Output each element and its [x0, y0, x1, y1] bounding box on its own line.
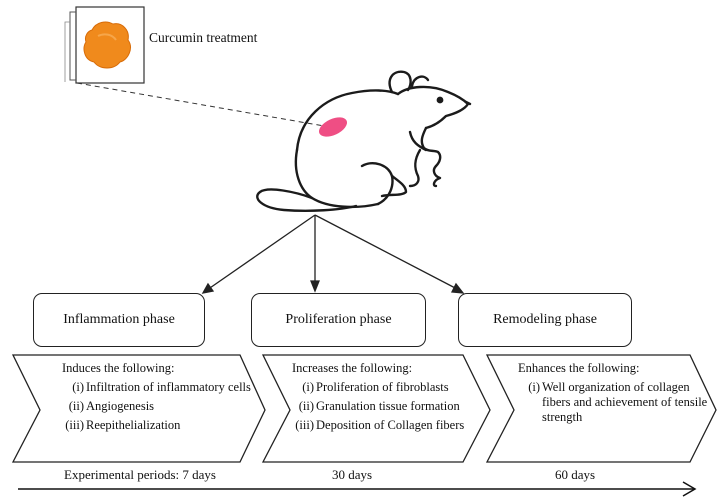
- inflammation-phase-title: Inflammation phase: [63, 312, 175, 327]
- item-text: Infiltration of inflammatory cells: [86, 380, 251, 394]
- item-text: Well organization of collagen fibers and…: [542, 380, 708, 424]
- effects-heading: Increases the following:: [292, 361, 413, 375]
- remodeling-effects: Enhances the following: (i) Well organiz…: [518, 361, 708, 425]
- chevron-remodeling: [485, 354, 717, 463]
- period-label-30-days: 30 days: [332, 467, 373, 482]
- effect-item: (iii) Deposition of Collagen fibers: [292, 418, 472, 433]
- chevron-proliferation: [261, 354, 491, 463]
- item-text: Deposition of Collagen fibers: [316, 418, 465, 432]
- item-text: Reepithelialization: [86, 418, 181, 432]
- curcumin-image: [64, 6, 145, 84]
- period-label-7-days: Experimental periods: 7 days: [64, 467, 216, 482]
- proliferation-effects: Increases the following: (i) Proliferati…: [292, 361, 472, 433]
- branch-arrows: [201, 214, 465, 294]
- chevron-inflammation: [11, 354, 266, 463]
- rat-illustration: [256, 70, 472, 212]
- chevron-shapes: [11, 354, 717, 463]
- proliferation-phase-box: Proliferation phase: [251, 293, 426, 347]
- proliferation-phase-title: Proliferation phase: [285, 312, 392, 327]
- item-text: Granulation tissue formation: [316, 399, 460, 413]
- item-number: (i): [72, 380, 84, 394]
- item-text: Proliferation of fibroblasts: [316, 380, 449, 394]
- item-number: (iii): [295, 418, 314, 432]
- remodeling-phase-box: Remodeling phase: [458, 293, 632, 347]
- dashed-connector: [76, 82, 325, 127]
- effect-item: (i) Well organization of collagen fibers…: [518, 380, 708, 425]
- wound-spot: [318, 117, 348, 137]
- effect-item: (ii) Granulation tissue formation: [292, 399, 472, 414]
- remodeling-phase-title: Remodeling phase: [493, 312, 597, 327]
- item-number: (i): [528, 380, 540, 394]
- effect-item: (ii) Angiogenesis: [62, 399, 252, 414]
- inflammation-effects: Induces the following: (i) Infiltration …: [62, 361, 252, 433]
- item-number: (i): [302, 380, 314, 394]
- curcumin-label: Curcumin treatment: [149, 30, 258, 45]
- item-text: Angiogenesis: [86, 399, 155, 413]
- effects-heading: Enhances the following:: [518, 361, 640, 375]
- item-number: (ii): [298, 399, 314, 413]
- effect-item: (i) Infiltration of inflammatory cells: [62, 380, 252, 395]
- effects-heading: Induces the following:: [62, 361, 175, 375]
- item-number: (iii): [65, 418, 84, 432]
- period-label-60-days: 60 days: [555, 467, 596, 482]
- item-number: (ii): [68, 399, 84, 413]
- effect-item: (i) Proliferation of fibroblasts: [292, 380, 472, 395]
- inflammation-phase-box: Inflammation phase: [33, 293, 205, 347]
- effect-item: (iii) Reepithelialization: [62, 418, 252, 433]
- timeline-arrow: [18, 481, 697, 497]
